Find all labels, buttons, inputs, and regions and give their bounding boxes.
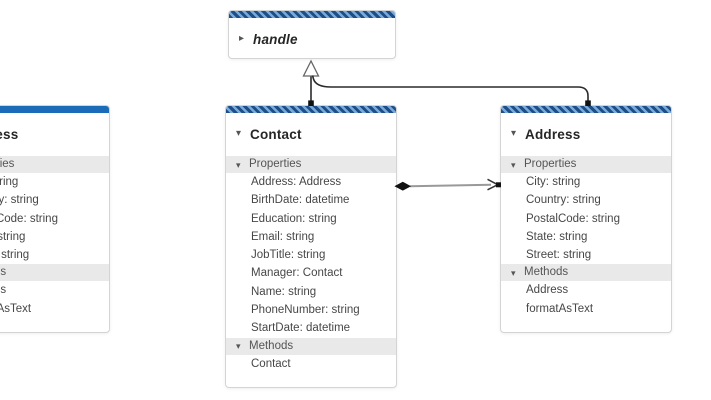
- section-header-properties[interactable]: ▾ Properties: [501, 156, 671, 173]
- node-header-bar: [0, 106, 109, 113]
- member-row[interactable]: Manager: Contact: [251, 267, 343, 280]
- chevron-right-icon[interactable]: ▸: [239, 33, 245, 44]
- member-row[interactable]: PhoneNumber: string: [251, 304, 360, 317]
- chevron-down-icon[interactable]: ▾: [236, 341, 241, 352]
- member-row[interactable]: Country: string: [526, 194, 601, 207]
- member-row[interactable]: State: string: [526, 230, 588, 243]
- generalization-link-address-handle[interactable]: [311, 75, 591, 107]
- section-label: Methods: [524, 266, 569, 279]
- class-title-row: ▾ Contact: [226, 113, 396, 156]
- section-label: Properties: [524, 158, 577, 170]
- chevron-down-icon[interactable]: ▾: [236, 128, 242, 139]
- member-row[interactable]: City: string: [526, 176, 581, 188]
- member-row[interactable]: Address: [0, 284, 7, 297]
- node-header-bar: [226, 106, 396, 113]
- section-header-properties[interactable]: ▾Properties: [0, 156, 109, 173]
- generalization-link-contact-handle[interactable]: [302, 59, 320, 106]
- member-row[interactable]: Address: [526, 284, 569, 297]
- class-title: Address: [525, 126, 581, 142]
- member-row[interactable]: Education: string: [251, 212, 337, 225]
- class-title: Contact: [250, 126, 302, 142]
- member-row[interactable]: BirthDate: datetime: [251, 194, 350, 207]
- aggregation-link-contact-address[interactable]: [394, 178, 502, 191]
- member-row[interactable]: Name: string: [251, 285, 317, 298]
- chevron-down-icon[interactable]: ▾: [511, 128, 517, 139]
- chevron-down-icon[interactable]: ▾: [511, 159, 516, 170]
- member-row[interactable]: JobTitle: string: [251, 249, 326, 262]
- class-title-row: ▾ Address: [501, 113, 671, 156]
- section-label: Properties: [0, 158, 15, 170]
- section-header-properties[interactable]: ▾ Properties: [226, 156, 396, 173]
- class-node-handle[interactable]: ▸ handle: [228, 10, 396, 59]
- section-header-methods[interactable]: ▾Methods: [0, 264, 109, 282]
- member-row[interactable]: formatAsText: [0, 302, 32, 315]
- class-title-row: ▸ handle: [229, 18, 395, 58]
- section-header-methods[interactable]: ▾ Methods: [226, 337, 396, 355]
- section-label: Properties: [249, 158, 302, 170]
- class-title-row: ▾ Address: [0, 113, 109, 156]
- node-header-bar: [229, 11, 395, 18]
- section-header-methods[interactable]: ▾ Methods: [501, 264, 671, 282]
- class-title: handle: [253, 31, 298, 47]
- member-row[interactable]: State: string: [0, 230, 26, 243]
- section-label: Methods: [0, 266, 7, 279]
- member-row[interactable]: City: string: [0, 176, 19, 188]
- member-row[interactable]: Country: string: [0, 194, 39, 207]
- member-row[interactable]: formatAsText: [526, 302, 594, 315]
- node-header-bar: [501, 106, 671, 113]
- class-title: Address: [0, 126, 19, 142]
- chevron-down-icon[interactable]: ▾: [511, 267, 516, 278]
- member-row[interactable]: PostalCode: string: [526, 212, 620, 225]
- chevron-down-icon[interactable]: ▾: [236, 159, 241, 170]
- member-row[interactable]: PostalCode: string: [0, 212, 58, 225]
- member-row[interactable]: Email: string: [251, 230, 315, 243]
- member-row[interactable]: StartDate: datetime: [251, 322, 351, 335]
- member-row[interactable]: Contact: [251, 357, 291, 370]
- member-row[interactable]: Street: string: [0, 249, 30, 262]
- member-row[interactable]: Address: Address: [251, 176, 342, 188]
- section-label: Methods: [249, 339, 294, 352]
- member-row[interactable]: Street: string: [526, 249, 592, 262]
